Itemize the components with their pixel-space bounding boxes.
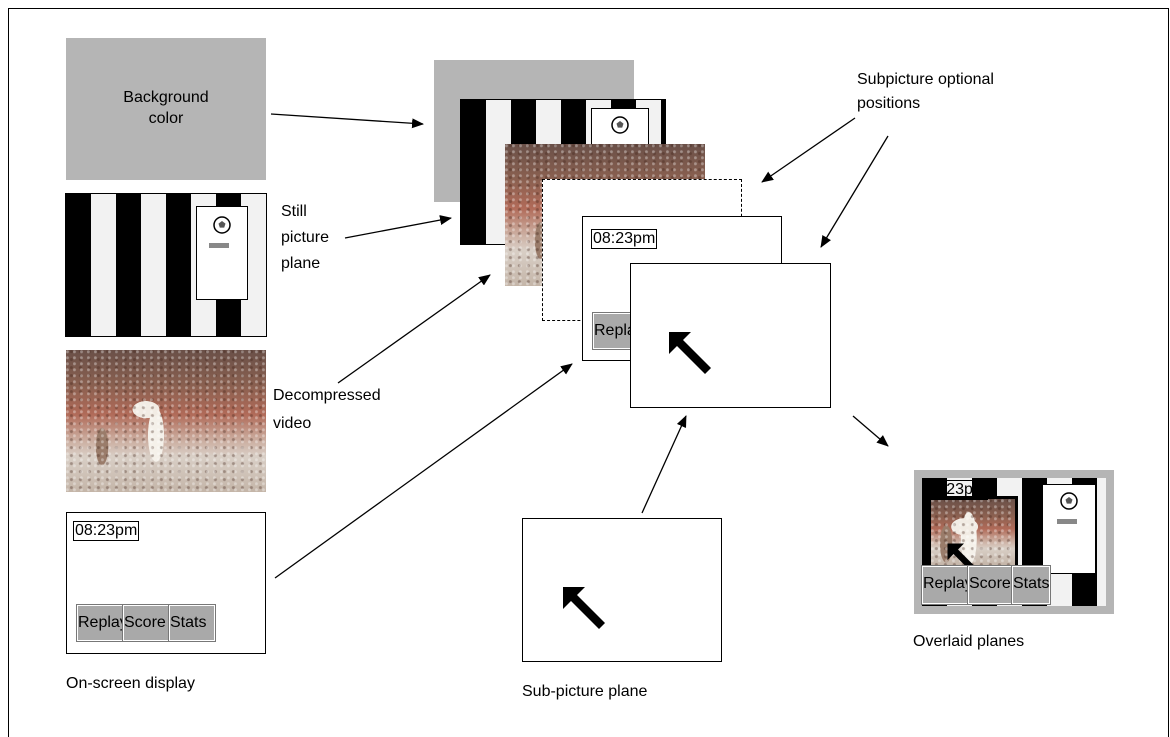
still-picture-plane-label-1: Still xyxy=(281,203,307,220)
overlaid-still-bar xyxy=(1057,519,1077,524)
osd-replay-button: Replay xyxy=(76,604,128,642)
arrow-cursor-icon xyxy=(669,332,711,374)
arrow-still-to-stack xyxy=(344,215,452,239)
arrow-positions-to-dashed xyxy=(761,117,856,183)
decompressed-video-label-1: Decompressed xyxy=(273,387,381,404)
soccer-ball-icon xyxy=(1060,492,1078,510)
stack-subpicture-plane xyxy=(630,263,831,408)
arrow-video-to-stack xyxy=(337,274,491,384)
arrow-osd-to-stack xyxy=(274,363,573,579)
osd-time: 08:23pm xyxy=(73,521,140,541)
arrow-background-to-stack xyxy=(270,113,424,129)
sub-picture-plane xyxy=(522,518,722,662)
background-color-label: Background color xyxy=(123,89,209,127)
decompressed-video-label-2: video xyxy=(273,415,312,432)
osd-stats-button: Stats xyxy=(168,604,216,642)
arrow-positions-to-subpicture xyxy=(820,135,889,248)
overlaid-stats-button: Stats xyxy=(1011,565,1051,605)
still-picture-plane-label-3: plane xyxy=(281,255,321,272)
osd-score-button: Score xyxy=(122,604,170,642)
still-picture-plane-label-2: picture xyxy=(281,229,330,246)
arrow-cursor-icon xyxy=(563,587,605,629)
overlaid-still-panel xyxy=(1042,484,1096,574)
still-picture-bar xyxy=(209,243,229,248)
arrow-stack-to-overlaid xyxy=(852,415,889,447)
sub-picture-plane-label: Sub-picture plane xyxy=(522,683,648,700)
still-picture-plane xyxy=(65,193,267,337)
stack-still-picture-panel xyxy=(591,108,649,148)
soccer-ball-icon xyxy=(611,116,629,134)
overlaid-score-button: Score xyxy=(967,565,1013,605)
overlaid-replay-button: Replay xyxy=(921,565,973,605)
stack-osd-time: 08:23pm xyxy=(591,229,658,249)
background-color-plane: Background color xyxy=(66,38,266,180)
on-screen-display-plane: 08:23pm Replay Score Stats xyxy=(66,512,266,654)
subpicture-positions-label-1: Subpicture optional xyxy=(857,71,994,88)
subpicture-positions-label-2: positions xyxy=(857,95,921,112)
overlaid-planes-composite: 08:23pm Replay Score Stats xyxy=(914,470,1114,614)
arrow-subpicture-to-stack xyxy=(641,415,687,514)
on-screen-display-label: On-screen display xyxy=(66,675,195,692)
soccer-ball-icon xyxy=(213,216,231,234)
still-picture-panel xyxy=(196,206,248,300)
diagram-frame xyxy=(8,8,1169,737)
decompressed-video-frame xyxy=(66,350,266,492)
overlaid-planes-label: Overlaid planes xyxy=(913,633,1025,650)
overlaid-osd-time: 08:23pm xyxy=(922,480,989,500)
